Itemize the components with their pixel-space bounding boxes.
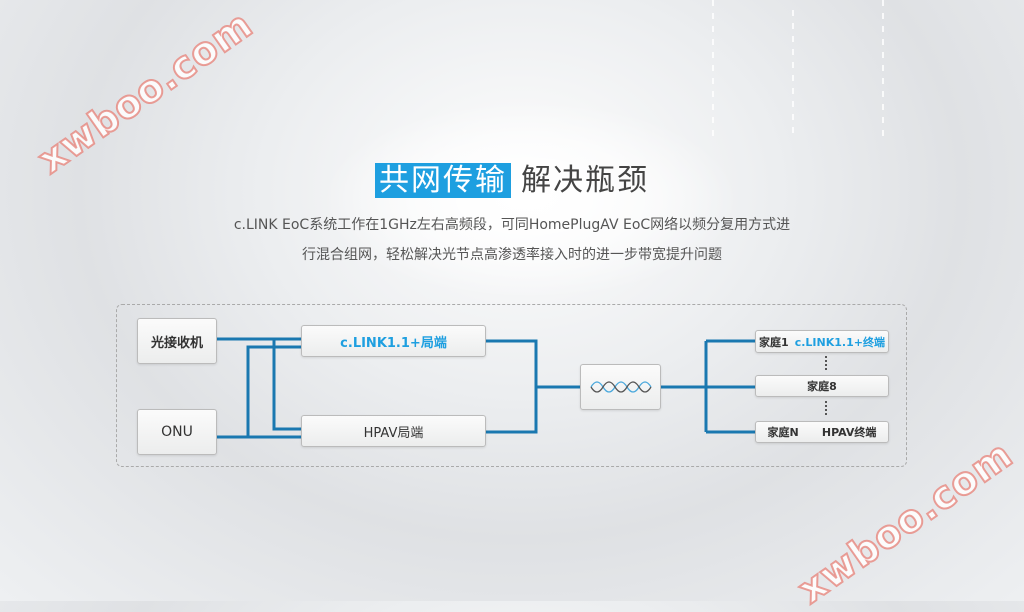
- source-onu: ONU: [137, 409, 217, 455]
- ellipsis-icon: [825, 401, 828, 415]
- background-stripe: [882, 0, 884, 140]
- home-1: 家庭1 c.LINK1.1+终端: [755, 330, 889, 353]
- line-onu: [217, 345, 301, 439]
- background-glow: [320, 100, 740, 300]
- line-headends: [486, 339, 580, 434]
- diagram-frame: [116, 304, 907, 467]
- home-8: 家庭8: [755, 375, 889, 397]
- title-rest: 解决瓶颈: [521, 163, 649, 198]
- line-homes: [661, 339, 755, 434]
- filter-box: [580, 364, 661, 410]
- description-line-1: c.LINK EoC系统工作在1GHz左右高频段，可同HomePlugAV Eo…: [233, 217, 791, 233]
- wave-filter-icon: [589, 381, 652, 393]
- background-stripe: [712, 0, 714, 140]
- home-n: 家庭N HPAV终端: [755, 421, 889, 443]
- home-label: 家庭N: [767, 426, 799, 439]
- home-label: 家庭1: [759, 335, 789, 349]
- source-optical-receiver: 光接收机: [137, 318, 217, 364]
- ellipsis-icon: [825, 356, 828, 370]
- background-stripe: [792, 10, 794, 140]
- home-label: 家庭8: [807, 380, 837, 393]
- terminal-label: HPAV终端: [821, 426, 877, 439]
- headend-clink: c.LINK1.1+局端: [301, 325, 486, 357]
- description-line-2: 行混合组网，轻松解决光节点高渗透率接入时的进一步带宽提升问题: [302, 247, 722, 263]
- terminal-label: c.LINK1.1+终端: [794, 335, 885, 349]
- title-highlight: 共网传输: [375, 163, 511, 198]
- line-receiver: [217, 337, 301, 431]
- page-title: 共网传输解决瓶颈: [0, 155, 1024, 199]
- headend-hpav: HPAV局端: [301, 415, 486, 447]
